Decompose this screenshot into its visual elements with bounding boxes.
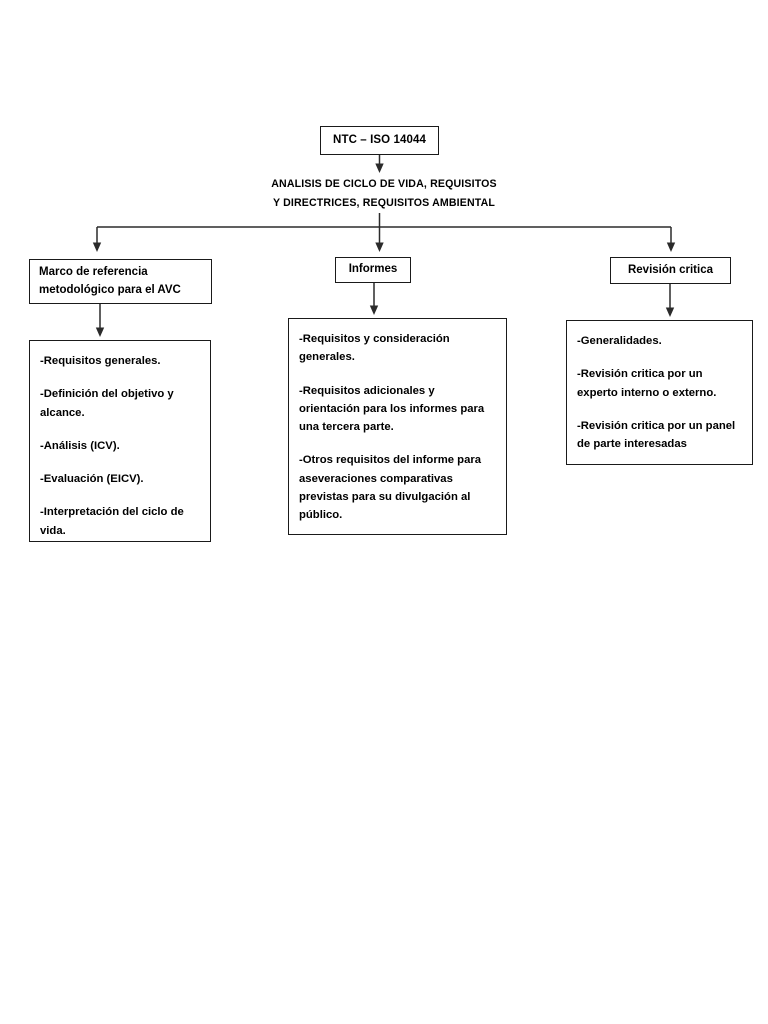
list-item: -Requisitos y consideración generales. bbox=[299, 333, 450, 364]
arrow-root-to-subtitle bbox=[375, 155, 384, 173]
list-item: -Análisis (ICV). bbox=[40, 439, 120, 452]
list-item: -Evaluación (EICV). bbox=[40, 473, 144, 486]
arrow-informes-head-to-detail bbox=[369, 283, 379, 315]
list-item: -Requisitos adicionales y orientación pa… bbox=[299, 384, 485, 434]
list-item: -Requisitos generales. bbox=[40, 355, 161, 367]
detail-box-revision-critica[interactable]: -Generalidades. -Revisión critica por un… bbox=[566, 320, 753, 465]
branch-header-informes[interactable]: Informes bbox=[335, 257, 411, 283]
branch-header-marco-de-referencia[interactable]: Marco de referencia metodológico para el… bbox=[29, 259, 212, 304]
subtitle-line-2: Y DIRECTRICES, REQUISITOS AMBIENTAL bbox=[272, 196, 496, 209]
arrow-revision-head-to-detail bbox=[665, 284, 675, 317]
list-item: -Revisión critica por un experto interno… bbox=[577, 368, 717, 399]
list-item: -Revisión critica por un panel de parte … bbox=[577, 419, 736, 451]
list-item: -Generalidades. bbox=[577, 335, 662, 347]
root-node-ntc-iso-14044[interactable]: NTC – ISO 14044 bbox=[320, 126, 439, 155]
detail-box-informes[interactable]: -Requisitos y consideración generales. -… bbox=[288, 318, 507, 535]
arrow-marco-head-to-detail bbox=[95, 304, 105, 337]
list-item: -Definición del objetivo y alcance. bbox=[40, 388, 174, 419]
subtitle-line-1: ANALISIS DE CICLO DE VIDA, REQUISITOS bbox=[271, 178, 497, 190]
diagram-subtitle: ANALISIS DE CICLO DE VIDA, REQUISITOS Y … bbox=[232, 175, 536, 212]
list-item: -Interpretación del ciclo de vida. bbox=[40, 506, 184, 537]
branch-header-revision-critica[interactable]: Revisión critica bbox=[610, 257, 731, 284]
list-item: -Otros requisitos del informe para aseve… bbox=[299, 454, 482, 522]
detail-box-marco-de-referencia[interactable]: -Requisitos generales. -Definición del o… bbox=[29, 340, 211, 542]
branch-distribution-bar bbox=[92, 226, 676, 252]
